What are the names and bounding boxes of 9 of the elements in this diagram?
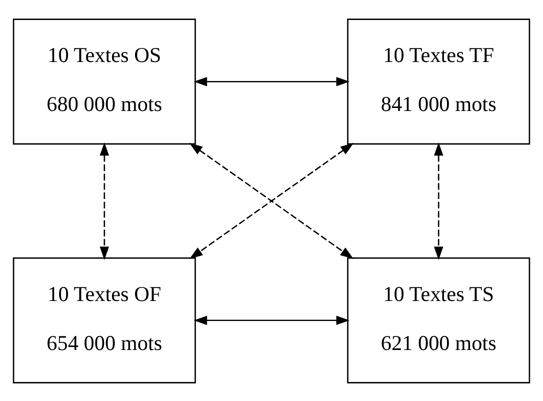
node-box: 10 Textes OF 654 000 mots [12, 256, 196, 383]
node-box: 10 Textes OS 680 000 mots [12, 18, 196, 144]
arrow [100, 142, 110, 260]
arrow [189, 142, 354, 258]
arrow [194, 76, 350, 86]
node-box: 10 Textes TS 621 000 mots [347, 256, 530, 383]
node-box: 10 Textes TF 841 000 mots [347, 18, 530, 144]
arrow [434, 142, 444, 260]
arrow [194, 315, 350, 324]
